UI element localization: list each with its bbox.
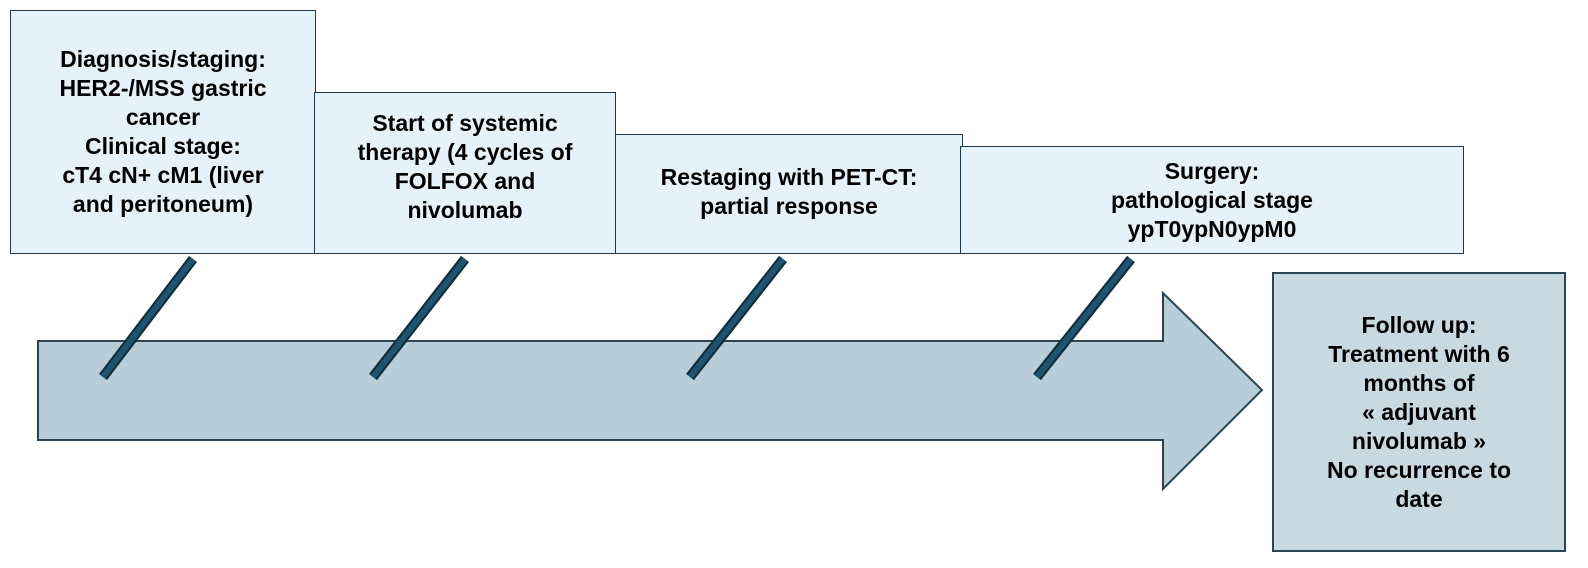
event-text-line: and peritoneum) (72, 191, 254, 217)
event-text-line: Diagnosis/staging: (60, 46, 266, 72)
event-text-line: ypT0ypN0ypM0 (1127, 215, 1297, 242)
followup-text-line: nivolumab » (1351, 427, 1487, 454)
event-text-line: nivolumab (407, 197, 523, 223)
event-box-surgery: Surgery: pathological stage ypT0ypN0ypM0 (960, 146, 1464, 254)
event-text-line: Surgery: (1164, 157, 1260, 184)
followup-text-line: Follow up: (1361, 311, 1477, 338)
event-box-systemic-therapy: Start of systemic therapy (4 cycles of F… (314, 92, 616, 254)
event-text-line: cancer (125, 104, 201, 130)
followup-text-line: Treatment with 6 (1328, 340, 1510, 367)
connector-systemic-therapy (369, 255, 469, 381)
event-box-diagnosis: Diagnosis/staging: HER2-/MSS gastric can… (10, 10, 316, 254)
event-text-line: Start of systemic (372, 110, 558, 136)
followup-text-line: months of (1363, 369, 1475, 396)
followup-text-line: « adjuvant (1362, 398, 1476, 425)
event-text-line: Restaging with PET-CT: (660, 164, 918, 190)
event-text-line: partial response (700, 193, 878, 219)
followup-text-line: No recurrence to (1326, 456, 1512, 483)
event-box-restaging: Restaging with PET-CT: partial response (615, 134, 963, 254)
event-text-line: therapy (4 cycles of (357, 139, 573, 165)
event-text-line: cT4 cN+ cM1 (liver (62, 162, 264, 188)
timeline-arrow (37, 290, 1264, 492)
event-text-line: Clinical stage: (85, 133, 241, 159)
event-text-line: pathological stage (1111, 186, 1313, 213)
followup-box: Follow up: Treatment with 6 months of « … (1272, 272, 1566, 552)
connector-surgery (1033, 255, 1135, 381)
event-text-line: FOLFOX and (394, 168, 536, 194)
event-text-line: HER2-/MSS gastric (59, 75, 267, 101)
followup-text-line: date (1395, 485, 1443, 512)
connector-restaging (686, 255, 787, 381)
connector-diagnosis (99, 255, 197, 381)
